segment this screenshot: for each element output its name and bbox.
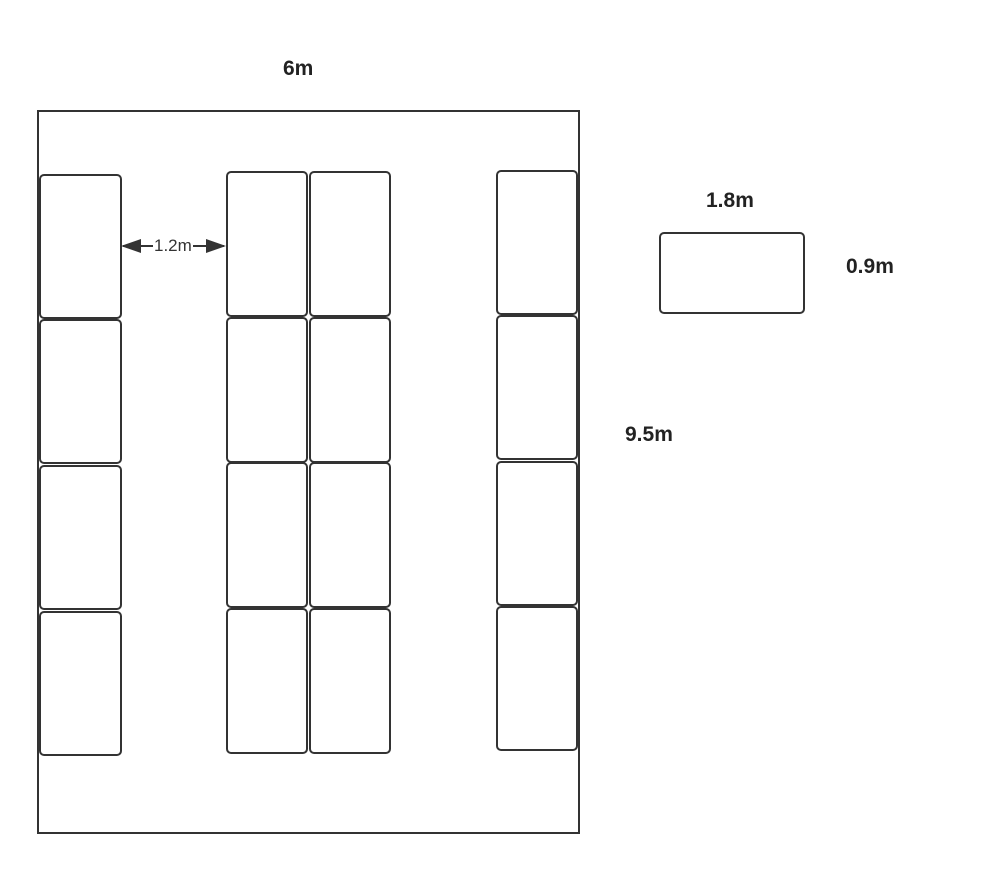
desk-c2-r2 bbox=[226, 317, 308, 463]
desk-width-label: 0.9m bbox=[846, 255, 894, 278]
desk-c1-r4 bbox=[39, 611, 122, 756]
room-width-label: 6m bbox=[283, 57, 314, 80]
desk-c3-r3 bbox=[309, 462, 391, 608]
desk-c3-r4 bbox=[309, 608, 391, 754]
sample-desk bbox=[659, 232, 805, 314]
aisle-width-label: 1.2m bbox=[153, 236, 193, 256]
desk-length-label: 1.8m bbox=[706, 189, 754, 212]
desk-c2-r4 bbox=[226, 608, 308, 754]
desk-c4-r4 bbox=[496, 606, 578, 751]
desk-c1-r3 bbox=[39, 465, 122, 610]
desk-c3-r1 bbox=[309, 171, 391, 317]
desk-c2-r1 bbox=[226, 171, 308, 317]
desk-c4-r1 bbox=[496, 170, 578, 315]
desk-c4-r2 bbox=[496, 315, 578, 460]
desk-c1-r1 bbox=[39, 174, 122, 319]
desk-c2-r3 bbox=[226, 462, 308, 608]
desk-c1-r2 bbox=[39, 319, 122, 464]
desk-c3-r2 bbox=[309, 317, 391, 463]
desk-c4-r3 bbox=[496, 461, 578, 606]
room-outline bbox=[37, 110, 580, 834]
room-length-label: 9.5m bbox=[625, 423, 673, 446]
